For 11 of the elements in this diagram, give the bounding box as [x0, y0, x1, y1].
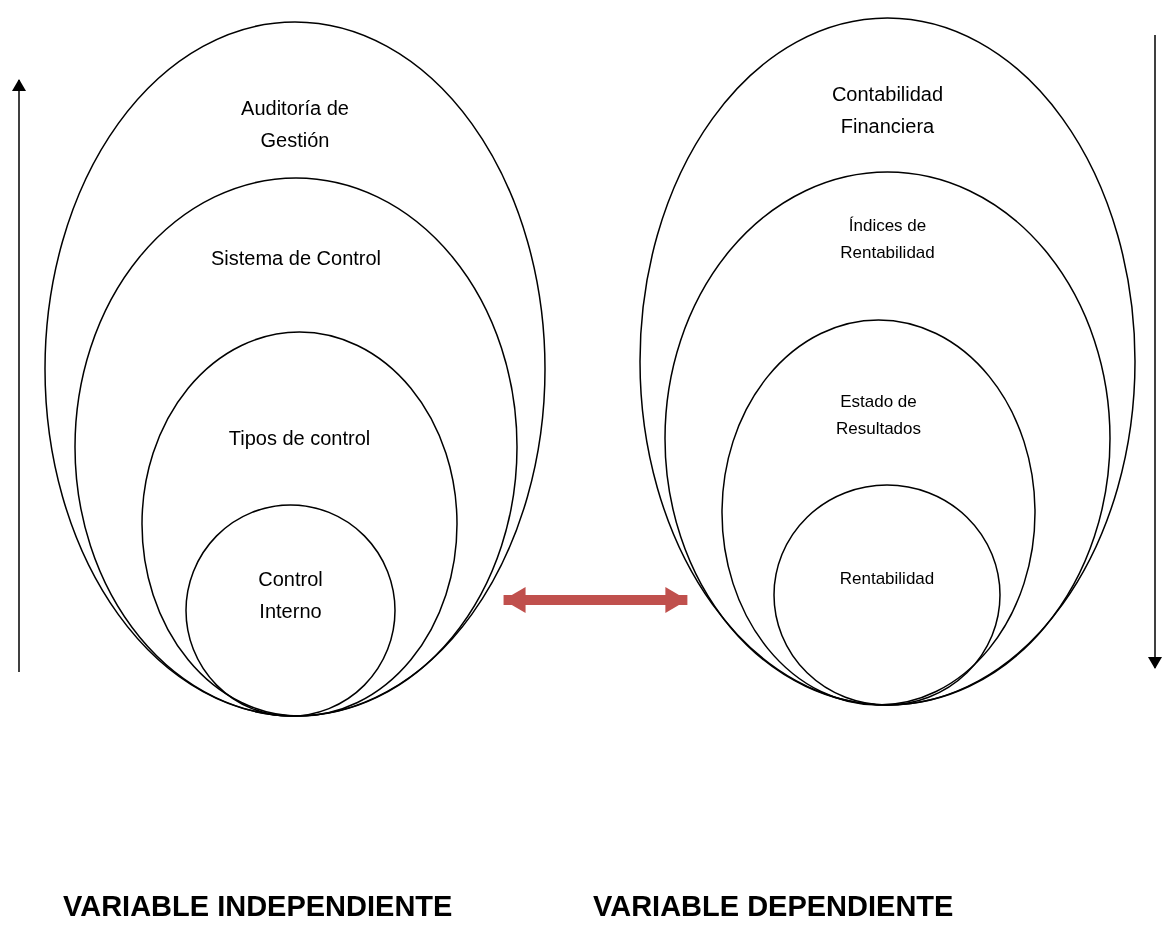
ellipse-label: Rentabilidad [839, 568, 935, 590]
double-arrow [503, 587, 688, 613]
ellipse-label: Índices de Rentabilidad [839, 215, 936, 265]
ellipse-label: Auditoría de Gestión [240, 96, 350, 153]
ellipse-label: Control Interno [257, 567, 324, 624]
ellipse-label: Sistema de Control [210, 246, 382, 271]
ellipse-label: Estado de Resultados [834, 391, 923, 441]
ellipse-label: Contabilidad Financiera [830, 82, 945, 139]
variable-heading: VARIABLE DEPENDIENTE [593, 890, 954, 923]
ellipse-label: Tipos de control [228, 426, 371, 451]
variable-heading: VARIABLE INDEPENDIENTE [63, 890, 453, 923]
